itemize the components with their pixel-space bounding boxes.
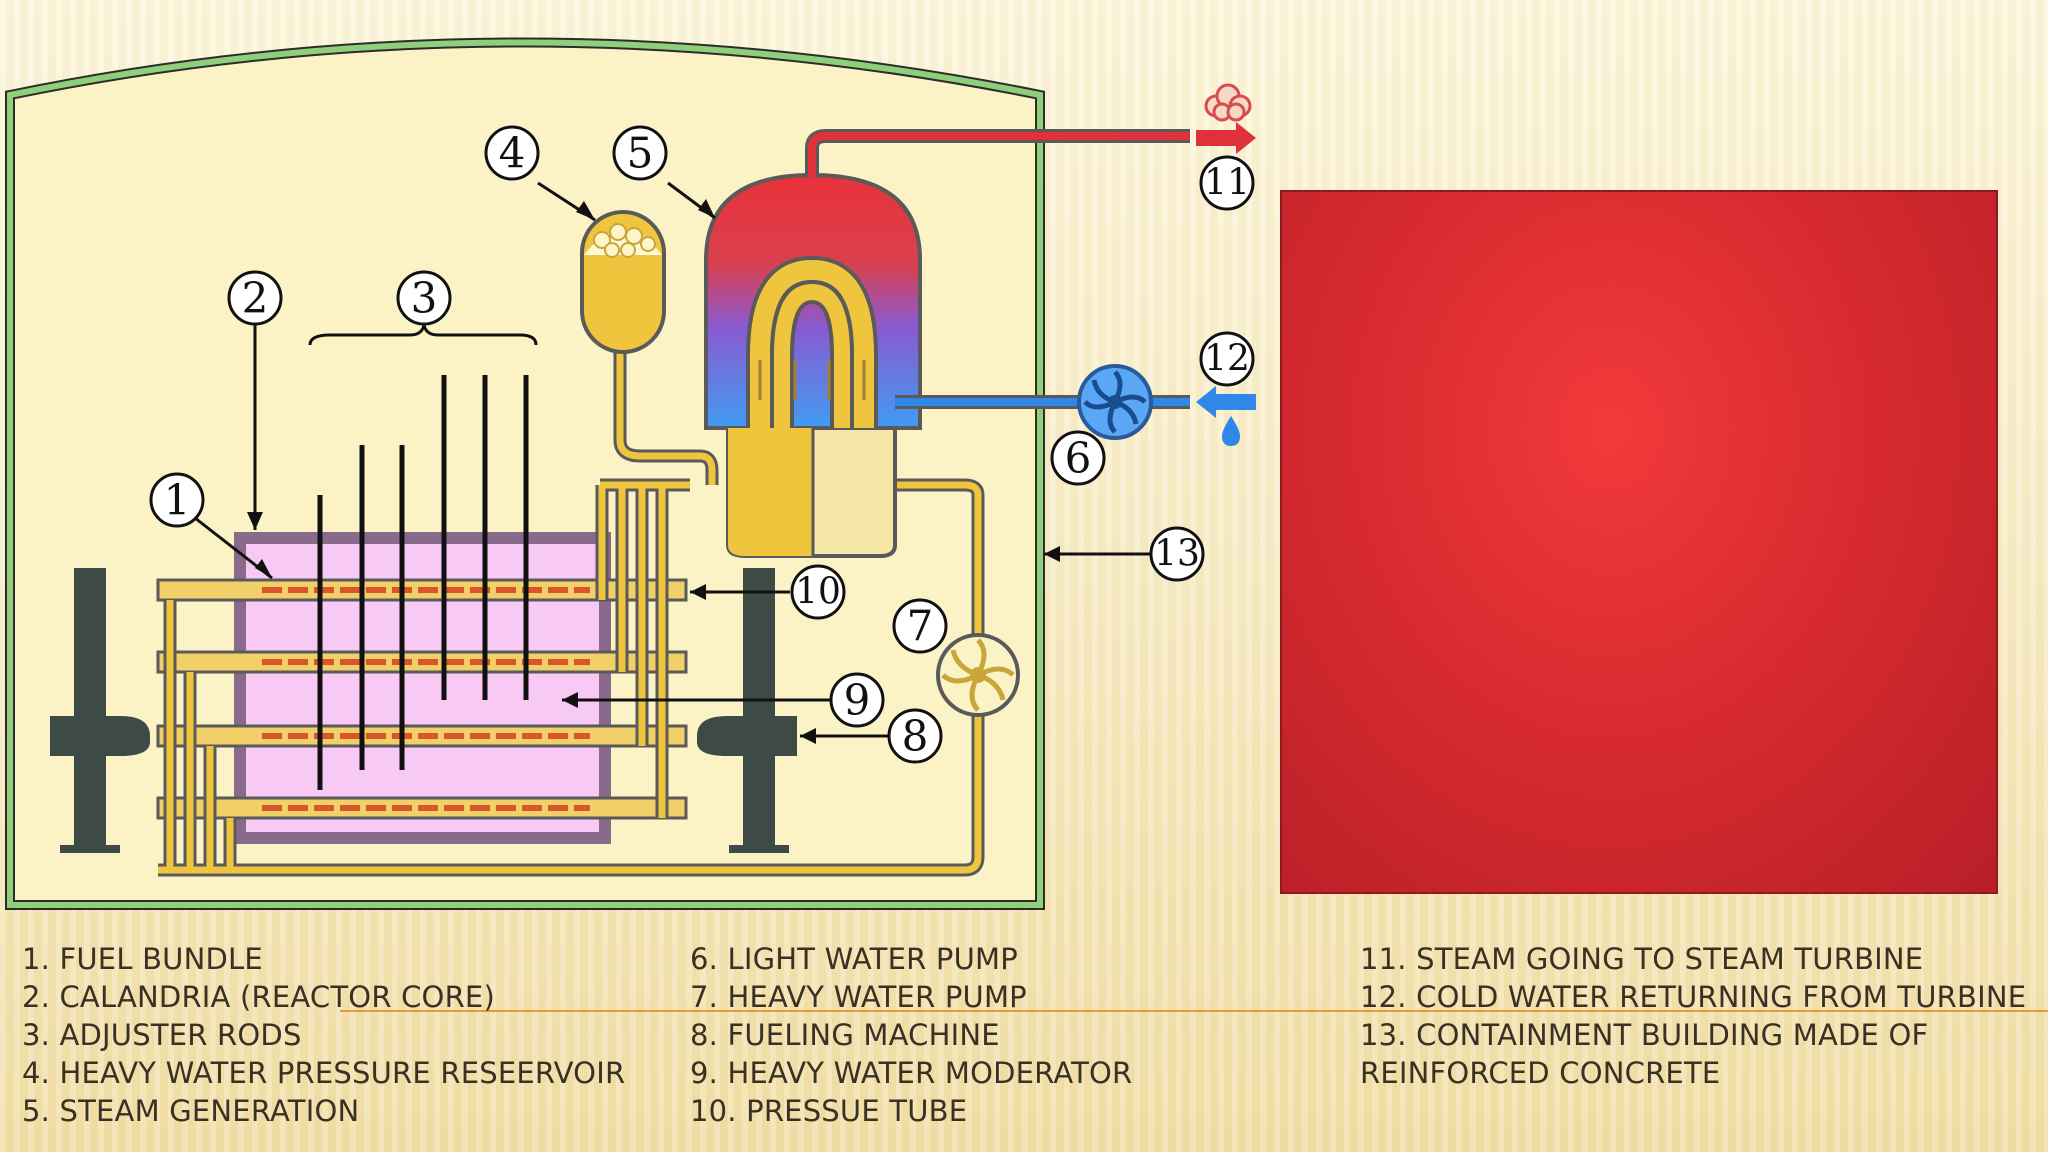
leader-arrowheads [247,199,1060,744]
cold-water-arrow-icon [1196,386,1256,418]
callout-5: 5 [627,129,654,178]
pressure-reservoir [580,210,666,354]
fuel-bundles [262,587,590,811]
legend-item: 8. FUELING MACHINE [690,1018,1000,1052]
legend-item: 3. ADJUSTER RODS [22,1018,302,1052]
callout-3: 3 [411,274,438,323]
legend-item: 13. CONTAINMENT BUILDING MADE OF [1360,1018,1929,1052]
steam-cloud-icon [1204,83,1252,122]
containment-building-wall [7,39,1043,908]
steam-generator [704,172,922,558]
legend-column-2: 6. LIGHT WATER PUMP 7. HEAVY WATER PUMP … [690,940,1132,1130]
fueling-machine-left [50,568,150,853]
legend-item: 6. LIGHT WATER PUMP [690,942,1018,976]
callout-7: 7 [907,602,934,651]
legend-item: 7. HEAVY WATER PUMP [690,980,1027,1014]
legend-item: 10. PRESSUE TUBE [690,1094,968,1128]
red-image-panel [1280,190,1998,894]
callout-12: 12 [1204,339,1250,380]
callout-markers [149,125,1255,764]
legend-item: REINFORCED CONCRETE [1360,1056,1721,1090]
candu-reactor-diagram: 1 2 3 4 5 6 7 8 9 10 11 12 13 [4,37,1256,910]
legend-item: 1. FUEL BUNDLE [22,942,263,976]
callout-10: 10 [795,572,841,613]
legend-column-3: 11. STEAM GOING TO STEAM TURBINE 12. COL… [1360,940,2026,1092]
heavy-water-pump [936,633,1020,717]
callout-8: 8 [902,712,929,761]
callout-9: 9 [844,676,871,725]
steam-pipe-fill [808,132,1190,178]
callout-4: 4 [499,129,526,178]
light-water-pump [1077,364,1153,440]
water-drop-icon [1222,416,1240,446]
legend-item: 4. HEAVY WATER PRESSURE RESEERVOIR [22,1056,626,1090]
steam-arrow-icon [1196,122,1256,154]
fueling-machine-right [697,568,797,853]
callout-1: 1 [164,476,191,525]
adjuster-rods [317,375,529,790]
callout-6: 6 [1065,434,1092,483]
legend-column-1: 1. FUEL BUNDLE 2. CALANDRIA (REACTOR COR… [22,940,625,1130]
legend-item: 11. STEAM GOING TO STEAM TURBINE [1360,942,1924,976]
legend-item: 9. HEAVY WATER MODERATOR [690,1056,1133,1090]
callout-13: 13 [1154,534,1200,575]
divider-line [340,1010,2048,1012]
callout-2: 2 [242,274,269,323]
legend-item: 2. CALANDRIA (REACTOR CORE) [22,980,495,1014]
callout-11: 11 [1204,163,1250,204]
legend-item: 5. STEAM GENERATION [22,1094,360,1128]
legend-item: 12. COLD WATER RETURNING FROM TURBINE [1360,980,2027,1014]
